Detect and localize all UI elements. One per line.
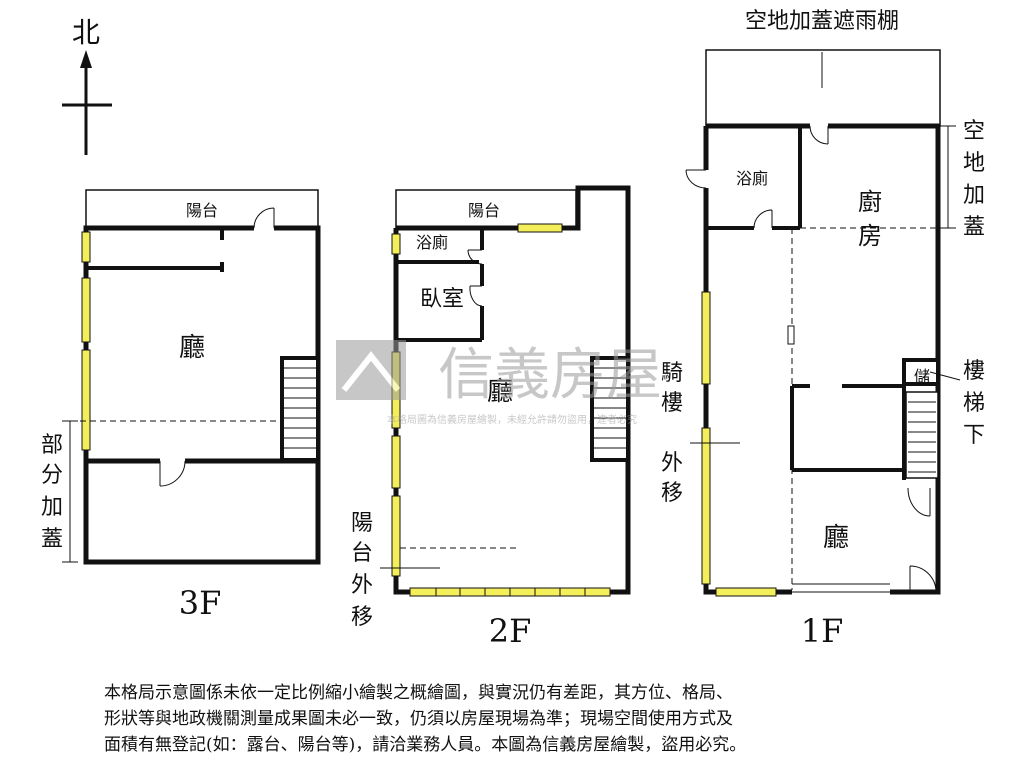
f1-arcade-3: 外 [661, 451, 683, 476]
f1-arcade-1: 騎 [661, 361, 683, 386]
f2-balcony-moved-4: 移 [351, 605, 373, 630]
floor-3f: 陽台 廳 部 分 加 蓋 3F [41, 189, 321, 622]
watermark-caption: 本格局圖為信義房屋繪製，未經允許請勿盜用，違者必究 [387, 413, 637, 426]
f2-floor-label: 2F [489, 612, 532, 650]
watermark: 信義房屋 本格局圖為信義房屋繪製，未經允許請勿盜用，違者必究 [336, 340, 662, 426]
f1-bath-label: 浴廁 [736, 169, 768, 188]
f2-balcony-label: 陽台 [468, 201, 500, 220]
f3-hall-label: 廳 [179, 333, 205, 363]
f2-bath-label: 浴廁 [416, 233, 448, 252]
f3-extension-3: 加 [41, 495, 63, 520]
f1-under-stairs-3: 下 [963, 423, 985, 448]
f1-open-ext-1: 空 [963, 119, 985, 144]
disclaimer-line-3: 面積有無登記(如：露台、陽台等)，請洽業務人員。本圖為信義房屋繪製，盜用必究。 [104, 735, 747, 755]
floor-2f: 陽台 浴廁 臥室 廳 陽 台 外 移 2F [351, 185, 631, 650]
f3-extension-2: 分 [41, 463, 63, 488]
f1-kitchen-2: 房 [858, 222, 882, 250]
f1-open-ext-3: 加 [963, 183, 985, 208]
north-compass: 北 [62, 16, 112, 155]
disclaimer-line-2: 形狀等與地政機關測量成果圖未必一致，仍須以房屋現場為準；現場空間使用方式及 [104, 709, 733, 729]
watermark-brand: 信義房屋 [438, 343, 662, 408]
disclaimer-note: 本格局示意圖係未依一定比例縮小繪製之概繪圖，與實況仍有差距，其方位、格局、 形狀… [104, 680, 934, 758]
f1-arcade-2: 樓 [661, 391, 683, 416]
f2-hall-label: 廳 [487, 377, 513, 407]
f3-extension-4: 蓋 [41, 527, 63, 552]
f1-under-stairs-1: 樓 [963, 359, 985, 384]
f1-open-ext-4: 蓋 [963, 215, 985, 240]
f2-balcony-moved-2: 台 [351, 541, 373, 566]
north-label: 北 [72, 16, 100, 49]
f1-storage-label: 儲 [914, 367, 930, 386]
f2-balcony-moved-1: 陽 [351, 511, 373, 536]
f1-open-ext-2: 地 [963, 151, 985, 176]
f1-under-stairs-2: 梯 [963, 391, 985, 416]
f1-canopy-label: 空地加蓋遮雨棚 [745, 9, 899, 34]
f3-balcony-label: 陽台 [186, 201, 218, 220]
f1-arcade-4: 移 [661, 481, 683, 506]
north-arrow-icon [80, 50, 92, 68]
f1-hall-label: 廳 [823, 523, 849, 553]
f2-balcony-moved-3: 外 [351, 573, 373, 598]
f3-floor-label: 3F [179, 584, 222, 622]
f1-floor-label: 1F [801, 612, 844, 650]
floor-1f: 空地加蓋遮雨棚 浴廁 廚 房 儲 廳 騎 樓 外 移 空 地 加 蓋 樓 梯 下… [661, 9, 985, 650]
disclaimer-line-1: 本格局示意圖係未依一定比例縮小繪製之概繪圖，與實況仍有差距，其方位、格局、 [104, 683, 733, 703]
f2-bedroom-label: 臥室 [420, 287, 464, 312]
f1-kitchen-1: 廚 [858, 188, 882, 216]
f3-extension-1: 部 [41, 433, 63, 458]
